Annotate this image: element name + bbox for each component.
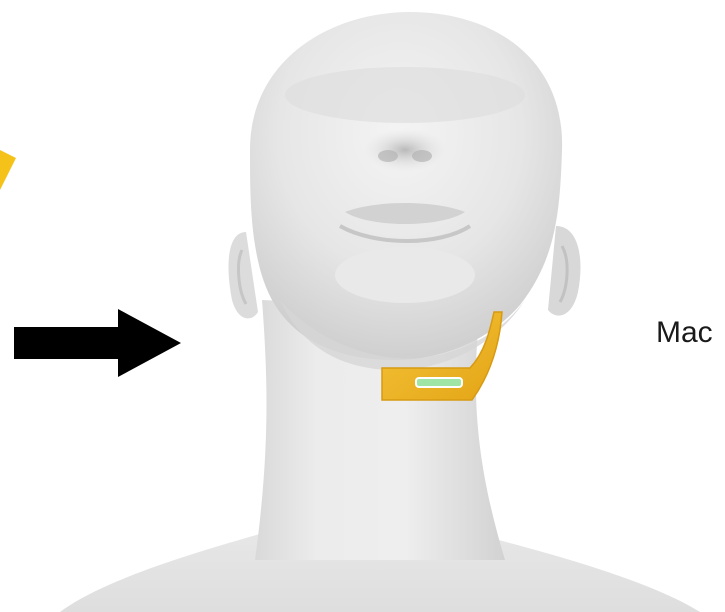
mannequin-chin [335, 247, 475, 303]
star-fragment-icon [0, 150, 16, 190]
right-arrow-icon [14, 309, 181, 377]
mannequin-brow [285, 67, 525, 123]
mannequin-right-ear [548, 226, 580, 316]
cut-off-label: Mac [656, 318, 713, 348]
mannequin-head [250, 12, 562, 370]
mannequin-nose [363, 128, 447, 172]
mannequin-left-ear [229, 232, 258, 318]
sensor-strip [416, 378, 462, 387]
